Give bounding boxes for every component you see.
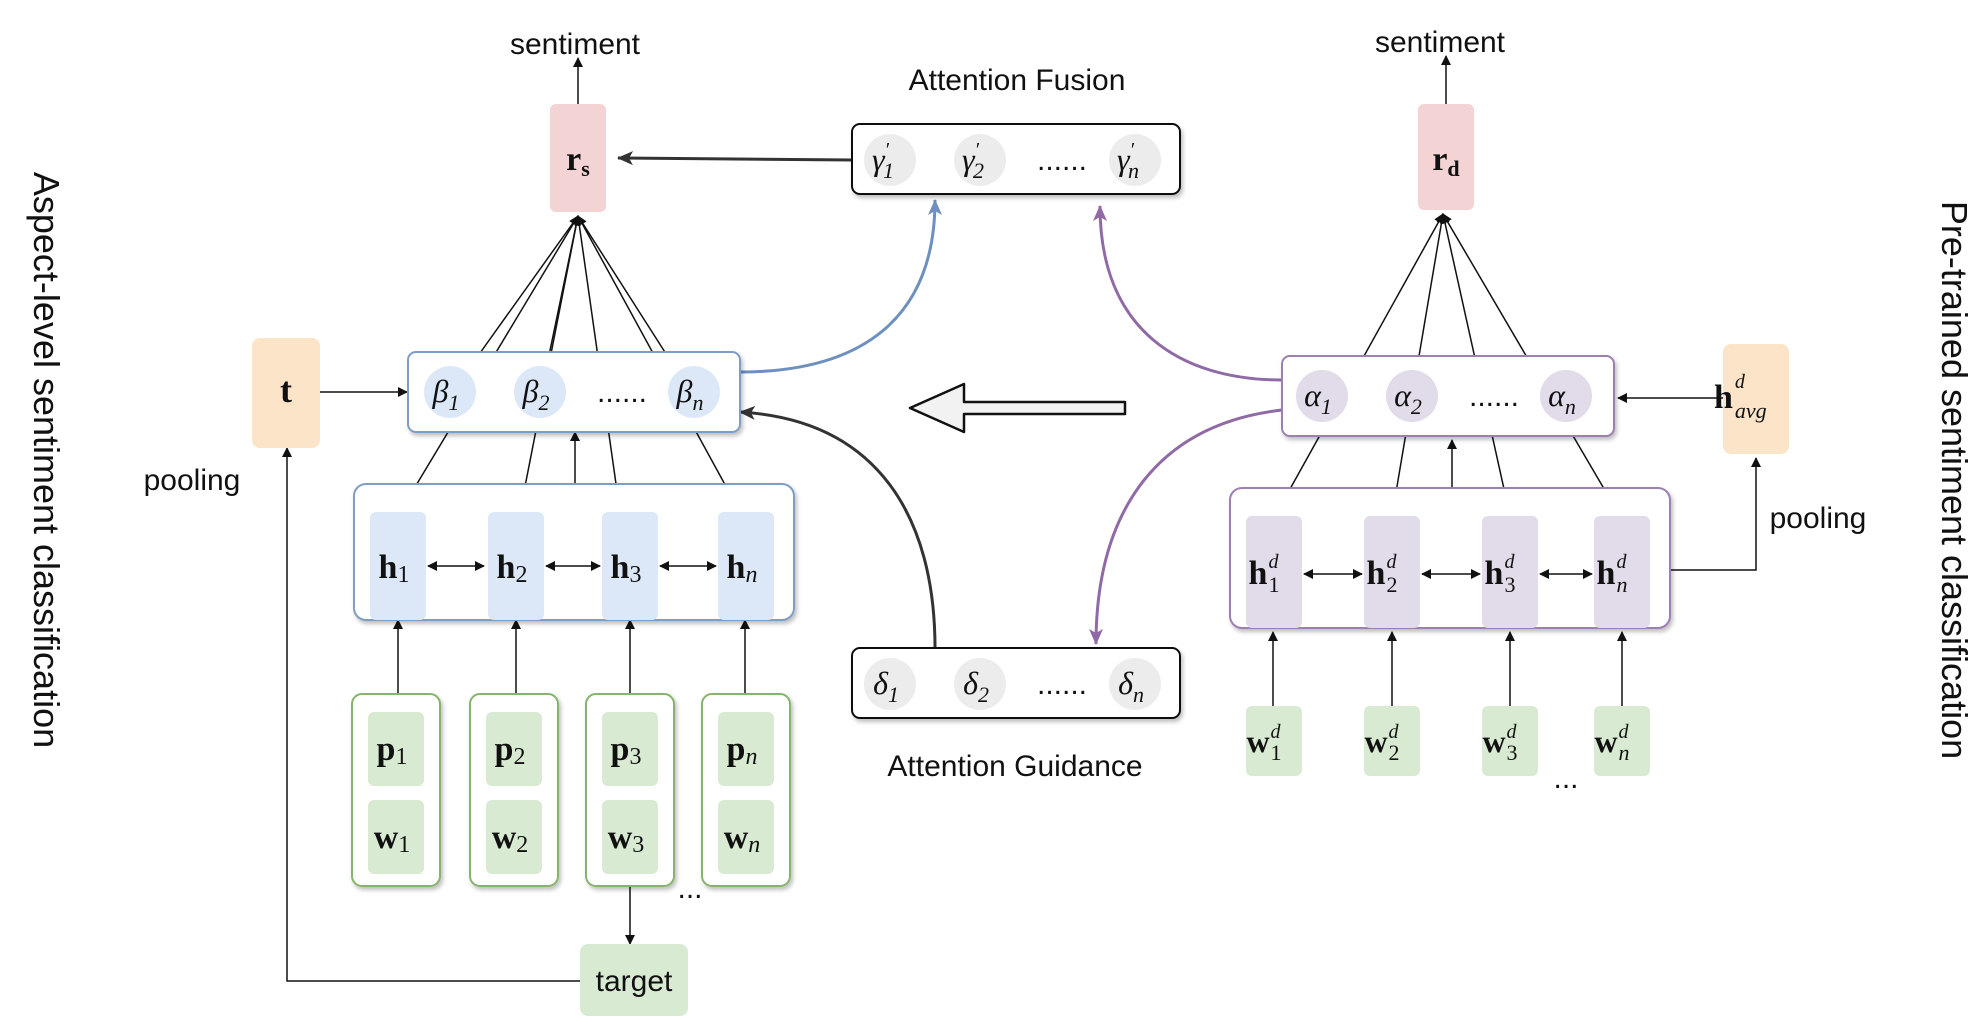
alpha-ellipsis: ...... [1469,380,1519,413]
attention-guidance-box: δ1 δ2 ...... δn [851,647,1181,719]
gamma-1: γ′1 [864,134,916,186]
transfer-arrow [908,382,1127,434]
beta-2: β2 [514,366,566,418]
svg-text:hn: hn [727,549,758,588]
beta-attention-box: β1 β2 ...... βn [407,351,741,433]
svg-text:wd1: wd1 [1246,721,1281,765]
target-node: target [580,944,688,1016]
h-2: h2 [488,512,544,620]
gamma-2: γ′2 [954,134,1006,186]
svg-text:γ′1: γ′1 [872,139,894,183]
svg-text:wd3: wd3 [1482,721,1517,765]
delta-1: δ1 [864,658,916,710]
svg-text:p1: p1 [377,731,408,770]
svg-text:h1: h1 [379,549,410,588]
fusion-to-rs-arrow [617,151,853,166]
svg-text:γ′n: γ′n [1117,139,1139,183]
rd-node: rd [1418,104,1474,210]
svg-text:β2: β2 [522,373,550,415]
svg-text:αn: αn [1548,377,1576,419]
svg-text:w3: w3 [608,819,645,858]
rs-node: rs [550,104,606,212]
svg-text:β1: β1 [432,373,460,415]
left-sentiment-label: sentiment [510,28,641,61]
alpha-1: α1 [1296,370,1348,422]
svg-text:hd2: hd2 [1367,551,1398,597]
beta-to-fusion-arrow [739,199,942,374]
left-input-2: p2 w2 [469,693,559,887]
svg-text:h2: h2 [497,549,528,588]
svg-text:α1: α1 [1304,377,1332,419]
svg-text:pn: pn [727,731,758,770]
beta-ellipsis: ...... [597,376,647,409]
h-3: h3 [602,512,658,620]
svg-text:hd1: hd1 [1249,551,1280,597]
svg-text:rs: rs [566,141,590,181]
delta-n: δn [1109,658,1161,710]
left-pooling-label: pooling [144,464,241,497]
svg-text:δn: δn [1118,665,1144,707]
svg-text:hd3: hd3 [1485,551,1516,597]
left-input-3: p3 w3 [585,693,675,887]
svg-text:p3: p3 [611,731,642,770]
right-sentiment-label: sentiment [1375,26,1506,59]
attention-fusion-box: γ′1 γ′2 ...... γ′n [851,123,1181,195]
left-side-label: Aspect-level sentiment classification [26,172,67,748]
right-side-label: Pre-trained sentiment classification [1934,201,1975,759]
alpha-n: αn [1540,370,1592,422]
h-n: hn [718,512,774,620]
svg-text:wn: wn [724,819,761,858]
svg-text:δ1: δ1 [873,665,899,707]
left-input-n: pn wn [701,693,791,887]
svg-text:βn: βn [676,373,704,415]
svg-text:hdn: hdn [1597,551,1628,597]
alpha-to-fusion-arrow [1093,205,1283,382]
svg-text:δ2: δ2 [963,665,989,707]
svg-text:α2: α2 [1394,377,1422,419]
right-continuation-dots: ... [1553,762,1578,795]
svg-text:wd2: wd2 [1364,721,1399,765]
alpha-attention-box: α1 α2 ...... αn [1281,355,1615,437]
left-hidden-box: h1 h2 h3 hn [353,483,795,621]
attention-guidance-label: Attention Guidance [887,750,1142,783]
left-continuation-dots: ... [677,872,702,905]
delta-ellipsis: ...... [1037,668,1087,701]
svg-text:p2: p2 [495,731,526,770]
gamma-ellipsis: ...... [1037,144,1087,177]
attention-arrows [617,151,1283,649]
svg-text:wdn: wdn [1594,721,1629,765]
right-pooling-label: pooling [1770,502,1867,535]
t-node: t [252,338,320,448]
left-input-1: p1 w1 [351,693,441,887]
svg-text:t: t [280,370,292,410]
svg-text:rd: rd [1432,141,1459,181]
gamma-n: γ′n [1109,134,1161,186]
h-1: h1 [370,512,426,620]
alpha-2: α2 [1386,370,1438,422]
beta-1: β1 [424,366,476,418]
left-connections [282,57,750,982]
beta-n: βn [668,366,720,418]
alpha-to-guidance-arrow [1089,408,1283,645]
svg-text:γ′2: γ′2 [962,139,984,183]
svg-text:h3: h3 [611,549,642,588]
svg-text:w2: w2 [492,819,529,858]
guidance-to-beta-arrow [739,405,937,649]
delta-2: δ2 [954,658,1006,710]
svg-text:w1: w1 [374,819,411,858]
attention-fusion-label: Attention Fusion [909,64,1126,97]
svg-text:target: target [596,965,673,998]
